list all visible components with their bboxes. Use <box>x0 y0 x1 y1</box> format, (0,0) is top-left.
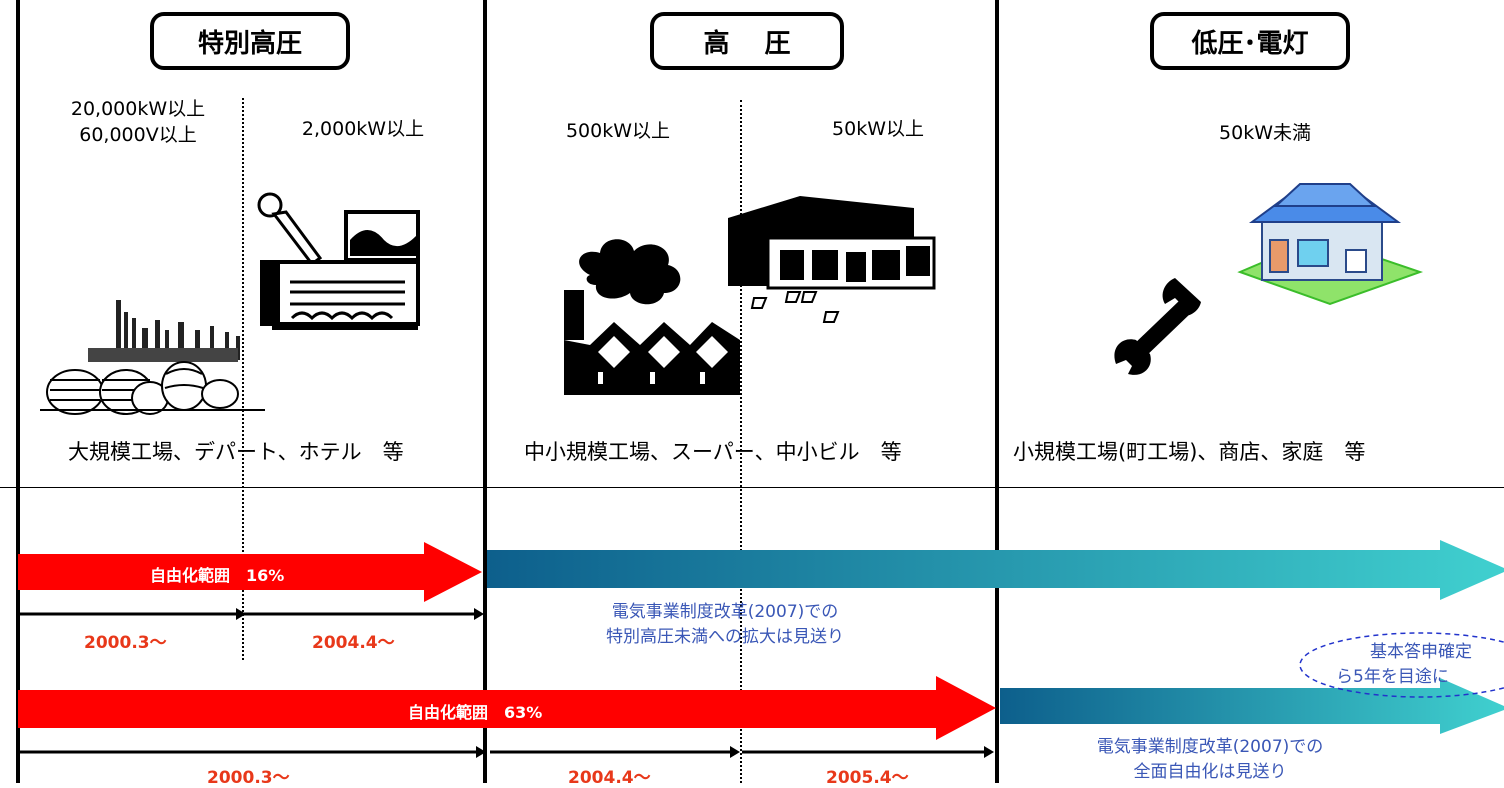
column-divider-left <box>16 0 20 783</box>
timeline-arrowhead <box>236 608 246 620</box>
note-low-voltage: 電気事業制度改革(2007)での 全面自由化は見送り <box>1060 735 1360 785</box>
threshold-extra-high: 20,000kW以上 60,000V以上 <box>48 96 228 148</box>
pending-arrow-high-voltage <box>487 540 1504 600</box>
oval-note-line: ら5年を目途に <box>1336 667 1449 687</box>
threshold-under-50kw: 50kW未満 <box>1219 122 1311 144</box>
category-extra-high-voltage: 特別高圧 <box>150 12 350 70</box>
wrench-icon <box>1114 278 1201 375</box>
threshold-voltage: 60,000V以上 <box>79 124 197 146</box>
example-high: 中小規模工場、スーパー、中小ビル 等 <box>524 440 902 464</box>
note-line: 電気事業制度改革(2007)での <box>1096 737 1324 757</box>
note-line: 電気事業制度改革(2007)での <box>611 602 839 622</box>
refinery-icon <box>40 300 265 415</box>
note-high-voltage: 電気事業制度改革(2007)での 特別高圧未満への拡大は見送り <box>560 600 890 650</box>
house-icon <box>1237 183 1424 306</box>
section-divider <box>0 487 1504 488</box>
threshold-50kw: 50kW以上 <box>832 118 924 140</box>
date-2004-4-row2: 2004.4～ <box>568 768 651 788</box>
date-2000-3-row1: 2000.3～ <box>84 633 167 653</box>
oval-note: 基本答申確定 ら5年を目途に <box>1330 640 1504 690</box>
example-low: 小規模工場(町工場)、商店、家庭 等 <box>1013 440 1366 464</box>
date-2000-3-row2: 2000.3～ <box>207 768 290 788</box>
factory-icon <box>564 239 740 395</box>
column-divider-2 <box>995 0 999 783</box>
sub-divider-1 <box>242 98 244 660</box>
example-extra-high: 大規模工場、デパート、ホテル 等 <box>68 440 404 464</box>
category-label: 特別高圧 <box>197 28 302 59</box>
timeline-arrowhead <box>474 608 484 620</box>
liberalization-arrow-16 <box>18 542 482 602</box>
category-low-voltage: 低圧･電灯 <box>1150 12 1350 70</box>
column-divider-1 <box>483 0 487 783</box>
note-line: 全面自由化は見送り <box>1133 762 1287 782</box>
timeline-arrowhead <box>476 746 486 758</box>
pending-arrow-low-voltage <box>1000 678 1504 734</box>
category-high-voltage: 高 圧 <box>650 12 844 70</box>
date-2005-4-row2: 2005.4～ <box>826 768 909 788</box>
threshold-500kw: 500kW以上 <box>565 120 671 142</box>
note-line: 特別高圧未満への拡大は見送り <box>606 627 844 647</box>
date-2004-4-row1: 2004.4～ <box>312 633 395 653</box>
oval-note-line: 基本答申確定 <box>1370 642 1472 662</box>
sub-divider-2 <box>740 100 742 783</box>
range-63-label: 自由化範囲 63% <box>408 703 543 722</box>
timeline-arrowhead <box>984 746 994 758</box>
note-oval <box>1299 632 1504 698</box>
threshold-power: 20,000kW以上 <box>70 98 206 120</box>
threshold-2000kw: 2,000kW以上 <box>301 118 425 140</box>
category-label: 低圧･電灯 <box>1191 28 1309 59</box>
supermarket-icon <box>728 196 936 323</box>
liberalization-arrow-63 <box>18 676 996 740</box>
department-store-icon <box>257 192 420 330</box>
category-label: 高 圧 <box>703 28 791 59</box>
timeline-arrowhead <box>730 746 740 758</box>
range-16-label: 自由化範囲 16% <box>150 566 285 585</box>
